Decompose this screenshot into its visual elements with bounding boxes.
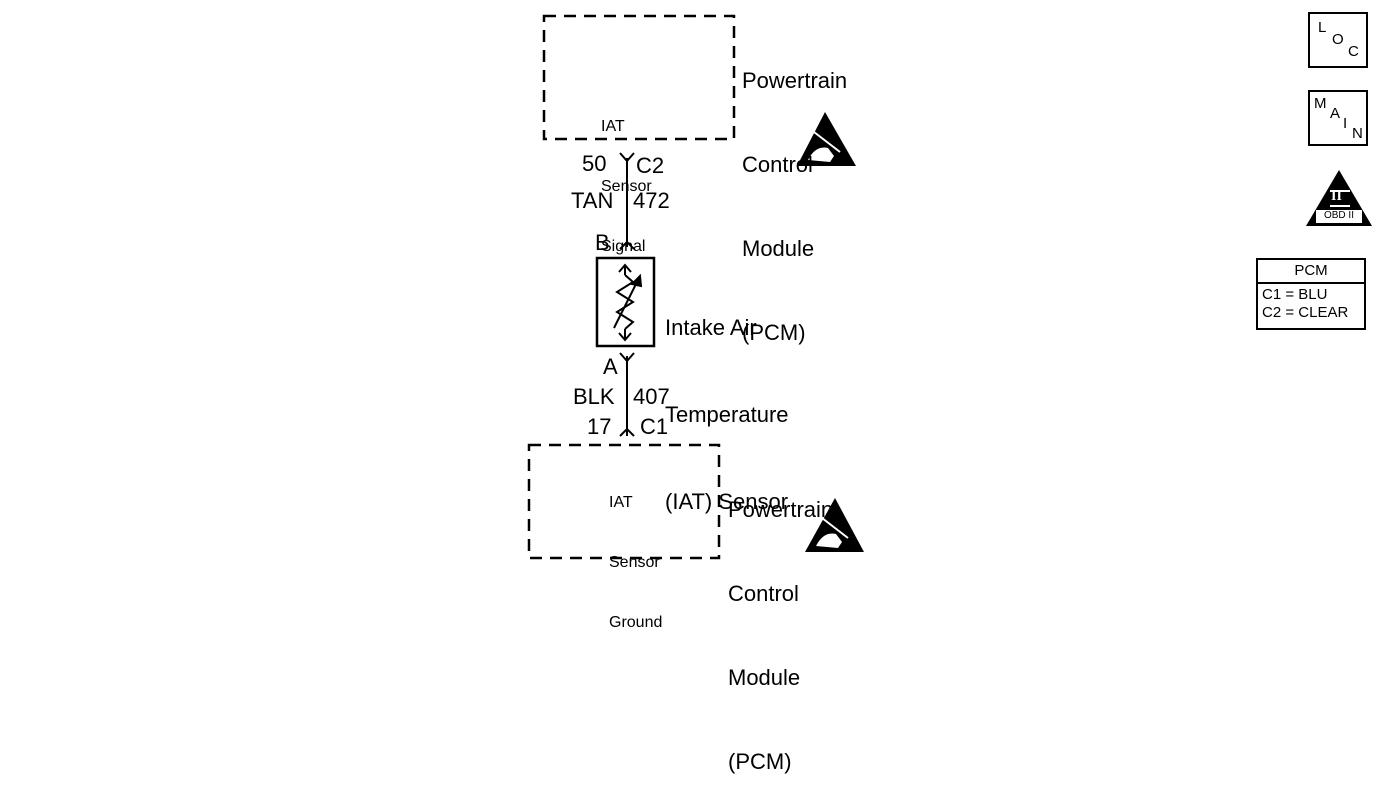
pcm-top-block-line: Signal (601, 238, 646, 255)
iat-sensor-name-line: Intake Air (665, 315, 757, 340)
pcm-top-name-line: Module (742, 236, 815, 261)
pcm-top-name-line: (PCM) (742, 320, 806, 345)
connector-legend: PCM C1 = BLU C2 = CLEAR (1256, 258, 1366, 330)
esd-warning-icon-bottom (805, 498, 864, 552)
terminal-b-male (619, 240, 635, 250)
pin-50-label: 50 (582, 151, 607, 176)
legend-title: PCM (1258, 260, 1364, 284)
iat-sensor-name-line: Temperature (665, 402, 789, 427)
loc-letter: C (1348, 43, 1359, 60)
wire-color-tan-label: TAN (571, 188, 614, 213)
pcm-top-block-label: IAT Sensor Signal (601, 77, 652, 277)
wiring-diagram (527, 14, 1372, 560)
connector-c2-label: C2 (636, 153, 665, 178)
pcm-top-dashed-outline (542, 14, 736, 141)
legend-row-c1: C1 = BLU (1262, 286, 1328, 303)
iat-sensor-name: Intake Air Temperature (IAT) Sensor (665, 255, 789, 545)
connector-c1-male (619, 427, 635, 437)
pcm-bottom-name-line: (PCM) (728, 749, 792, 774)
terminal-b-label: B (595, 230, 610, 255)
legend-row-c2: C2 = CLEAR (1262, 304, 1349, 321)
esd-warning-icon-top (797, 112, 856, 166)
main-icon[interactable]: M A I N (1308, 90, 1368, 146)
connector-c2-female (619, 152, 635, 163)
main-letter: I (1343, 115, 1348, 132)
pcm-top-block-line: Sensor (601, 178, 652, 195)
loc-letter: L (1318, 19, 1327, 36)
circuit-407-label: 407 (633, 384, 670, 409)
main-letter: A (1330, 105, 1341, 122)
pcm-top-block-line: IAT (601, 118, 625, 135)
wire-color-blk-label: BLK (573, 384, 615, 409)
pin-17-label: 17 (587, 414, 612, 439)
terminal-a-label: A (603, 354, 618, 379)
pcm-bottom-name-line: Powertrain (728, 497, 834, 522)
pcm-bottom-block-line: IAT (609, 494, 633, 511)
pcm-top-name-line: Control (742, 152, 813, 177)
connector-c1-label: C1 (640, 414, 669, 439)
loc-letter: O (1332, 31, 1344, 48)
pcm-bottom-block-line: Ground (609, 614, 663, 631)
pcm-bottom-block-label: IAT Sensor Ground (609, 453, 662, 653)
pcm-bottom-dashed-outline (527, 443, 721, 560)
pcm-bottom-block-line: Sensor (609, 554, 660, 571)
main-letter: N (1352, 125, 1363, 142)
obd-ii-label: OBD II (1323, 210, 1354, 221)
thermistor-symbol (613, 263, 643, 342)
terminal-a-female (619, 352, 635, 363)
loc-icon[interactable]: L O C (1308, 12, 1368, 68)
pcm-top-name: Powertrain Control Module (PCM) (742, 11, 847, 375)
pcm-bottom-name-line: Module (728, 665, 801, 690)
pcm-bottom-name: Powertrain Control Module (PCM) (728, 440, 833, 804)
pcm-bottom-name-line: Control (728, 581, 799, 606)
obd-ii-numeral: II (1331, 189, 1342, 204)
obd-ii-icon (1306, 170, 1372, 226)
pcm-top-name-line: Powertrain (742, 68, 848, 93)
circuit-472-label: 472 (633, 188, 670, 213)
main-letter: M (1314, 95, 1327, 112)
iat-sensor-name-line: (IAT) Sensor (665, 489, 789, 514)
